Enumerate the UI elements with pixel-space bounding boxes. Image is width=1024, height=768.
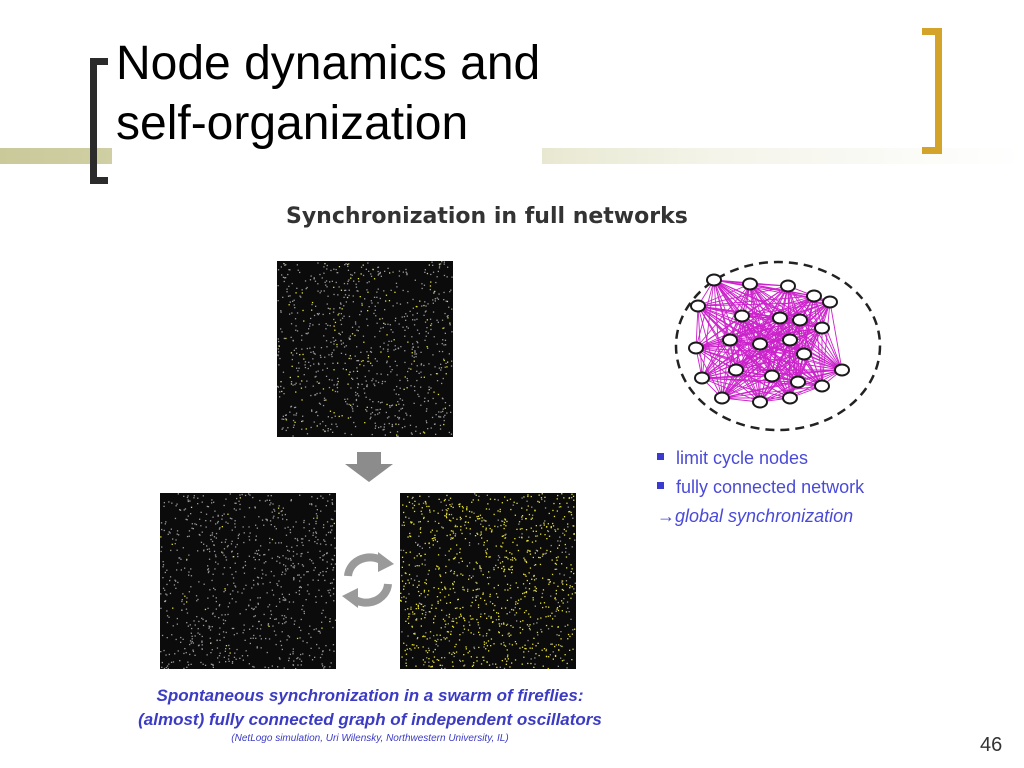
network-node <box>782 333 798 347</box>
network-node <box>782 391 798 405</box>
network-node <box>780 279 796 293</box>
network-node <box>688 341 704 355</box>
firefly-simulation-dark-phase <box>160 493 336 669</box>
caption-line-1: Spontaneous synchronization in a swarm o… <box>156 686 584 705</box>
bullet-text: limit cycle nodes <box>676 448 809 468</box>
caption-credit: (NetLogo simulation, Uri Wilensky, North… <box>231 733 509 744</box>
right-arrow-icon: → <box>657 506 675 526</box>
bullet-square-icon <box>657 482 664 489</box>
bullet-square-icon <box>657 453 664 460</box>
network-node <box>834 363 850 377</box>
network-node <box>694 371 710 385</box>
conclusion-text: global synchronization <box>675 506 854 526</box>
network-node <box>690 299 706 313</box>
firefly-simulation-initial <box>277 261 453 437</box>
bullet-text: fully connected network <box>676 477 865 497</box>
down-arrow-icon <box>345 452 393 482</box>
network-node <box>814 321 830 335</box>
network-node <box>728 363 744 377</box>
network-node <box>722 333 738 347</box>
page-number: 46 <box>980 734 1003 756</box>
network-nodes <box>688 273 850 409</box>
network-edges <box>695 279 843 403</box>
figure-caption: Spontaneous synchronization in a swarm o… <box>110 684 630 746</box>
right-bracket-decoration <box>922 28 942 154</box>
network-node <box>814 379 830 393</box>
network-node <box>764 369 780 383</box>
network-node <box>772 311 788 325</box>
network-node <box>752 337 768 351</box>
network-node <box>792 313 808 327</box>
network-node <box>796 347 812 361</box>
network-node <box>714 391 730 405</box>
network-node <box>752 395 768 409</box>
conclusion-line: →global synchronization <box>657 502 864 531</box>
property-list: limit cycle nodes fully connected networ… <box>657 444 864 531</box>
slide-title-line-1: Node dynamics and <box>116 37 541 90</box>
network-node <box>790 375 806 389</box>
bullet-limit-cycle-nodes: limit cycle nodes <box>657 444 864 473</box>
caption-line-2: (almost) fully connected graph of indepe… <box>138 710 602 729</box>
title-band-gap <box>112 140 542 170</box>
fully-connected-network-diagram <box>674 260 882 432</box>
slide-title: Node dynamics and self-organization <box>116 34 540 154</box>
network-node <box>706 273 722 287</box>
left-bracket-decoration <box>90 58 108 184</box>
network-boundary <box>674 260 882 432</box>
bullet-fully-connected-network: fully connected network <box>657 473 864 502</box>
firefly-simulation-flash-phase <box>400 493 576 669</box>
figure-title: Synchronization in full networks <box>286 204 688 229</box>
cycle-arrows-icon <box>342 552 394 608</box>
network-node <box>742 277 758 291</box>
network-node <box>734 309 750 323</box>
network-node <box>806 289 822 303</box>
slide-title-line-2: self-organization <box>116 97 469 150</box>
network-node <box>822 295 838 309</box>
